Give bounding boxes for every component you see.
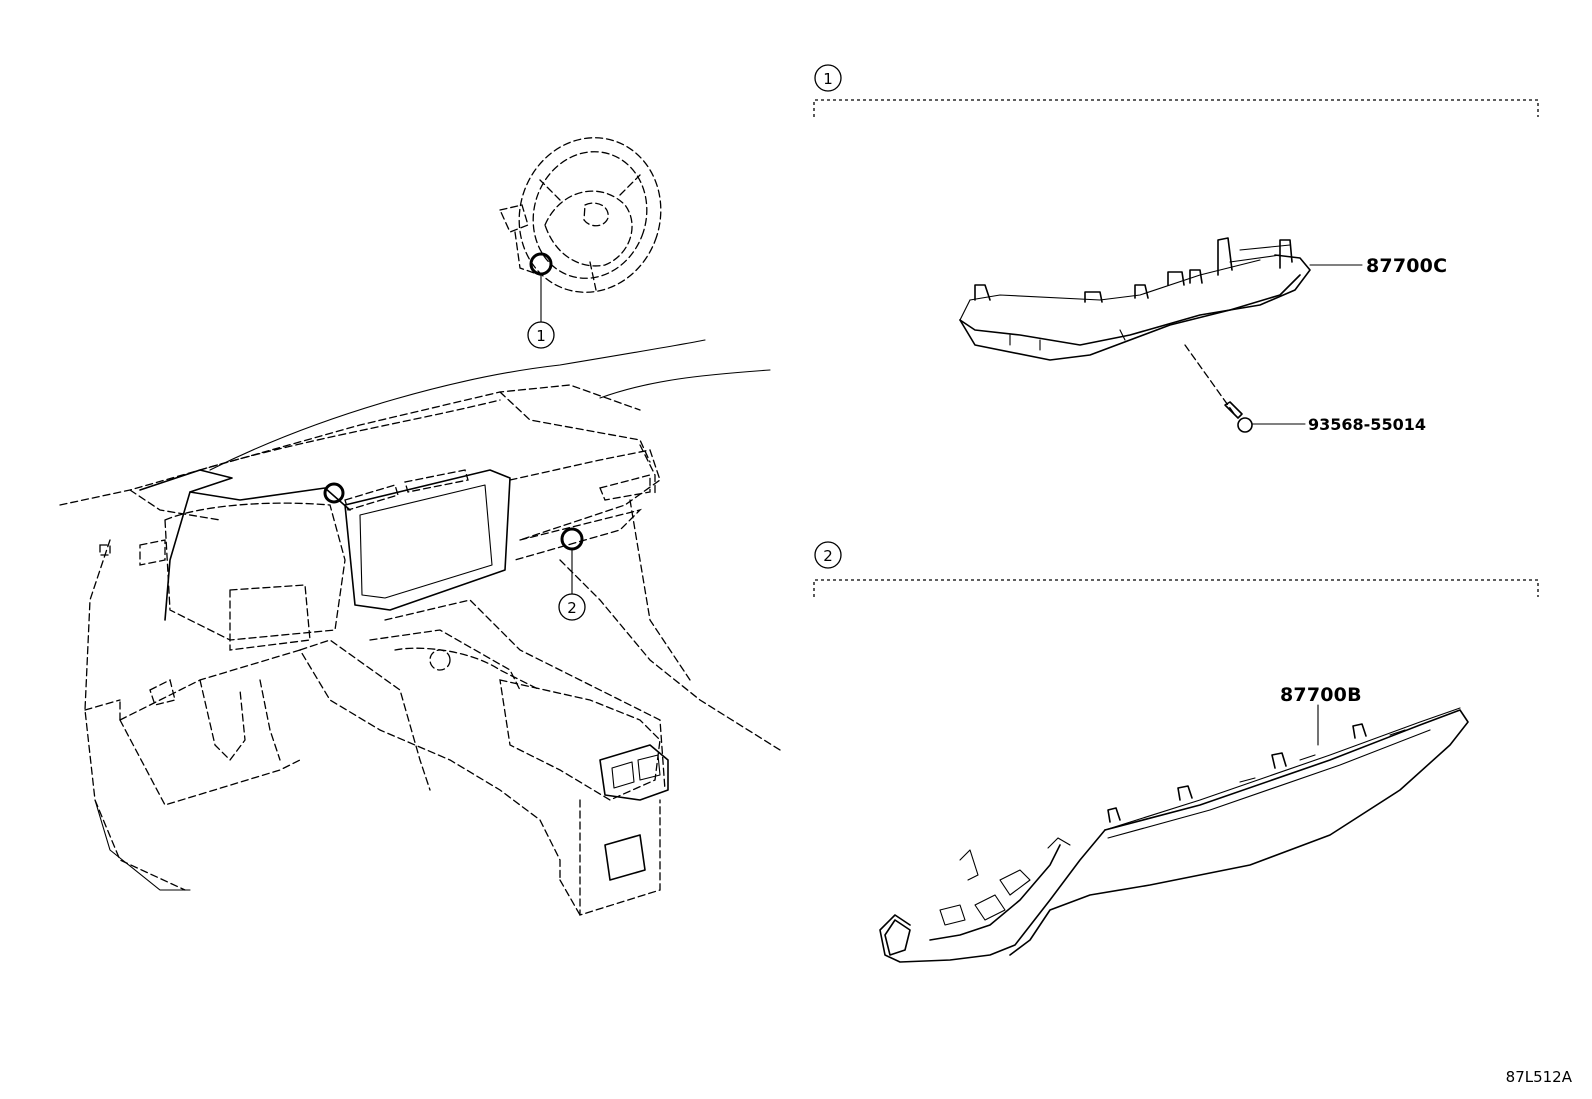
part-93568-55014-illustration: [1184, 344, 1306, 433]
diagram-code: 87L512A: [1506, 1068, 1573, 1086]
steering-wheel-illustration: [499, 137, 662, 293]
callout-2-label: 2: [567, 599, 577, 617]
part-label-87700C: 87700C: [1366, 255, 1447, 277]
callout-1-marker: 1: [527, 252, 555, 349]
group-2-number: 2: [823, 547, 833, 565]
dashboard-illustration: [59, 339, 781, 916]
group-1-number: 1: [823, 70, 833, 88]
callout-1-label: 1: [536, 327, 546, 345]
part-label-93568-55014: 93568-55014: [1308, 415, 1426, 434]
part-87700C-illustration: [959, 237, 1363, 361]
group-1-header: 1: [813, 64, 1539, 117]
part-label-87700B: 87700B: [1280, 684, 1362, 706]
group-2-header: 2: [813, 541, 1539, 597]
callout-2-marker: 2: [558, 527, 586, 621]
part-87700B-illustration: [879, 704, 1469, 963]
dashboard-location-marker-1: [323, 482, 345, 504]
